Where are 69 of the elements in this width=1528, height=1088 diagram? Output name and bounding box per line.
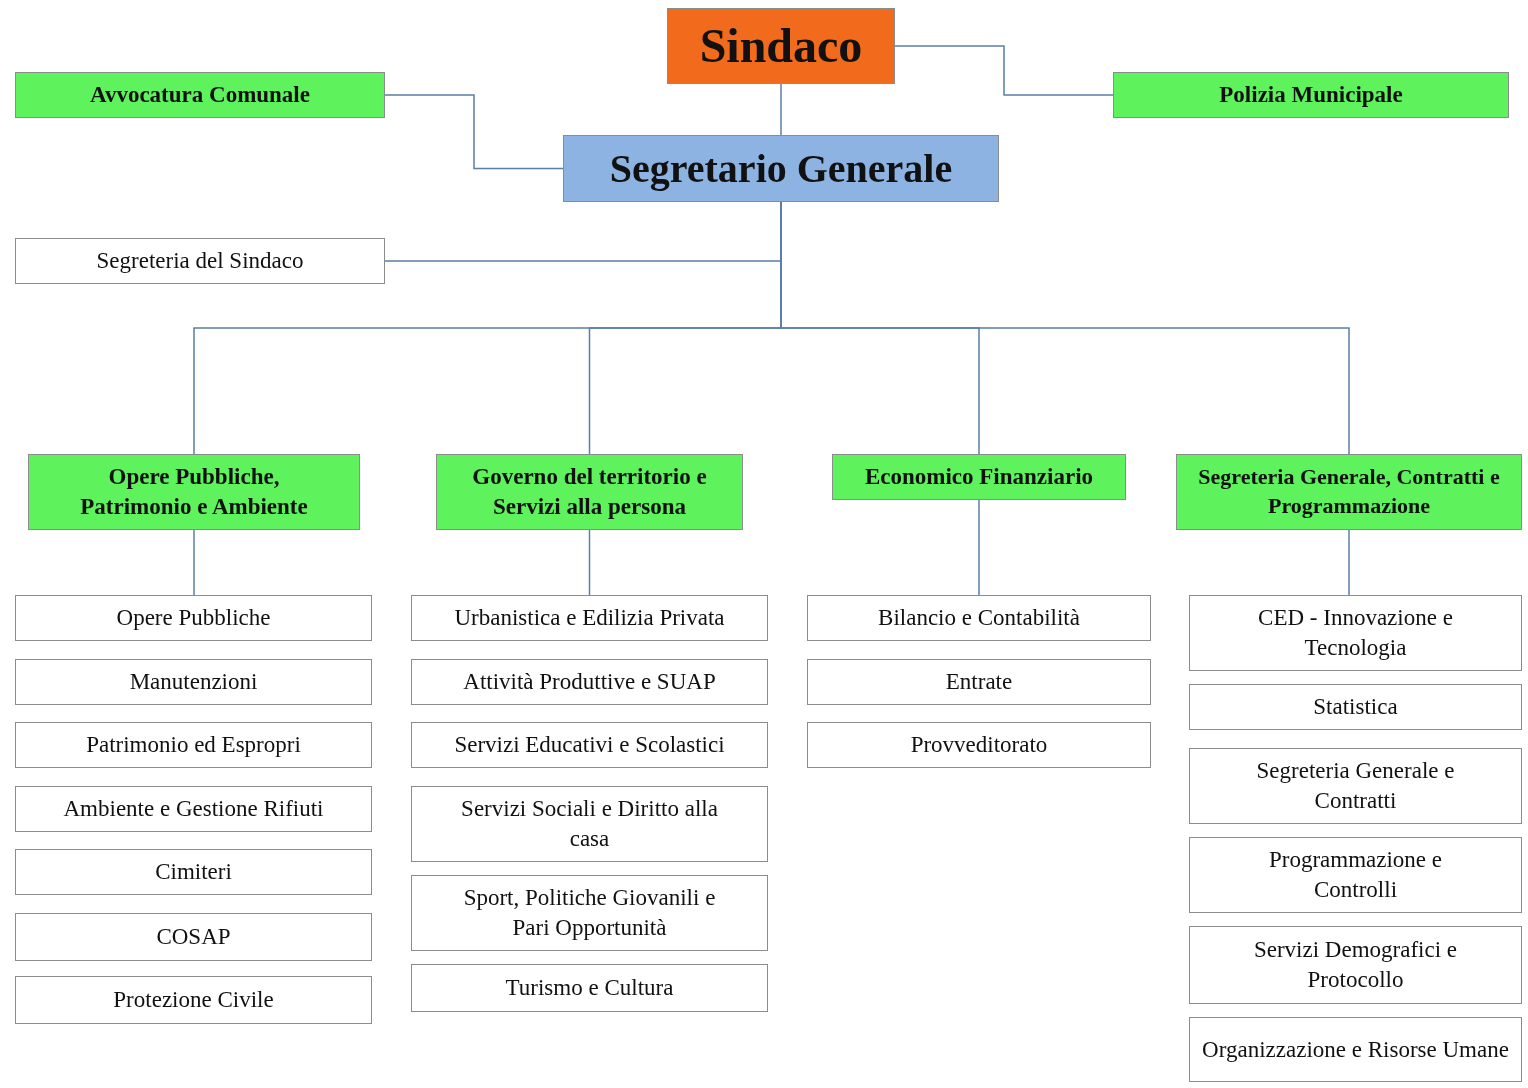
box-label: Polizia Municipale [1219,81,1403,110]
box-label: Programmazione e Controlli [1267,846,1444,904]
box-label: Opere Pubbliche, Patrimonio e Ambiente [79,463,309,521]
org-box [15,786,372,832]
box-label: Segreteria del Sindaco [96,247,304,276]
box-label: Economico Finanziario [864,463,1094,492]
org-box [807,595,1151,641]
org-box [15,849,372,895]
box-label: Sport, Politiche Giovanili e Pari Opportunità [462,884,717,942]
box-label: Servizi Educativi e Scolastici [454,731,725,760]
org-box [15,72,385,118]
connector-line [780,83,782,136]
box-label: Segretario Generale [609,144,953,193]
org-box [411,595,768,641]
org-box [1189,684,1522,730]
org-box [15,913,372,961]
box-label: Segreteria Generale, Contratti e Programmazione [1197,463,1501,520]
org-box [563,135,999,202]
org-box [1189,748,1522,824]
org-box [411,786,768,862]
box-label: Provveditorato [910,731,1048,760]
box-label: COSAP [156,923,231,952]
org-box [1189,926,1522,1004]
box-label: Governo del territorio e Servizi alla persona [471,463,708,521]
connector-line [588,529,591,596]
box-label: Cimiteri [155,858,232,887]
box-label: Attività Produttive e SUAP [463,668,716,697]
box-label: Organizzazione e Risorse Umane [1202,1035,1509,1064]
connector-line [894,45,1114,96]
box-label: Manutenzioni [129,668,258,697]
org-box [436,454,743,530]
box-label: Opere Pubbliche [116,604,271,633]
org-box [411,722,768,768]
org-box [807,722,1151,768]
box-label: Segreteria Generale e Contratti [1255,757,1456,815]
org-box [15,659,372,705]
org-box [411,659,768,705]
org-box [1189,837,1522,913]
box-label: Statistica [1313,693,1398,722]
org-box [15,722,372,768]
box-label: CED - Innovazione e Tecnologia [1257,604,1454,662]
box-label: Urbanistica e Edilizia Privata [454,604,725,633]
org-box [1113,72,1509,118]
org-box [832,454,1126,500]
org-box [1176,454,1522,530]
connector-line [193,529,195,596]
org-box [15,595,372,641]
org-box [411,875,768,951]
box-label: Bilancio e Contabilità [878,604,1080,633]
connector-line [384,94,564,170]
org-box [15,976,372,1024]
box-label: Servizi Sociali e Diritto alla casa [460,795,719,853]
box-label: Protezione Civile [113,986,274,1015]
box-label: Patrimonio ed Espropri [86,731,301,760]
org-box [411,964,768,1012]
org-box [667,8,895,84]
org-box [1189,595,1522,671]
org-box [807,659,1151,705]
connector-line [978,499,980,596]
org-box [1189,1017,1522,1082]
box-label: Avvocatura Comunale [90,81,310,110]
box-label: Servizi Demografici e Protocollo [1252,936,1459,994]
box-label: Entrate [945,668,1013,697]
box-label: Ambiente e Gestione Rifiuti [63,795,324,824]
box-label: Turismo e Cultura [505,974,674,1003]
connector-line [1348,529,1350,596]
box-label: Sindaco [699,17,863,74]
org-box [28,454,360,530]
org-box [15,238,385,284]
